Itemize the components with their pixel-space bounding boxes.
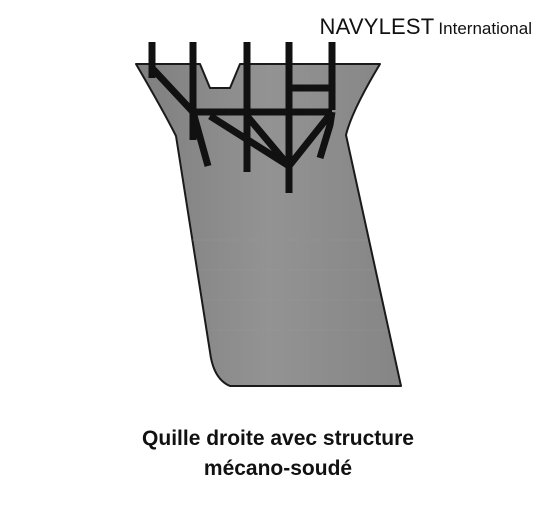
- cross-brace: [244, 113, 292, 169]
- keel-texture: [192, 239, 388, 331]
- caption-line-1: Quille droite avec structure: [142, 427, 414, 450]
- brand-subtitle: International: [438, 19, 532, 38]
- welded-structure: [148, 42, 336, 193]
- caption-line-2: mécano-soudé: [203, 457, 353, 480]
- diagram-caption: Quille droite avec structure mécano-soud…: [0, 424, 556, 484]
- brand-name: NAVYLEST: [319, 14, 435, 39]
- right-brace: [316, 111, 336, 160]
